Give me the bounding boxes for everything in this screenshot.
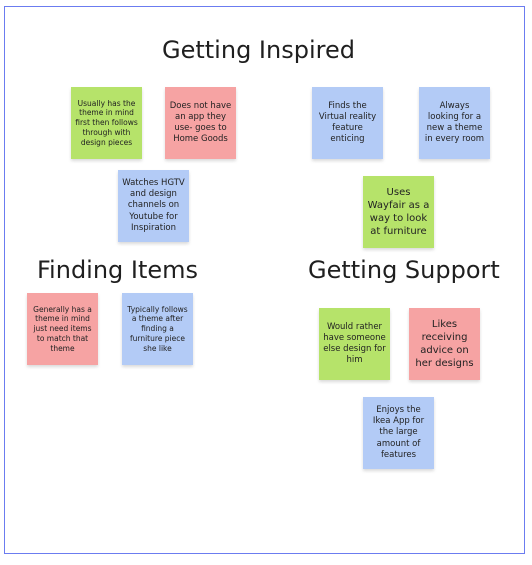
sticky-note-no-app[interactable]: Does not have an app they use- goes to H… — [165, 87, 236, 159]
note-text: Typically follows a theme after finding … — [127, 304, 188, 353]
sticky-note-furniture-piece[interactable]: Typically follows a theme after finding … — [122, 293, 193, 365]
note-text: Enjoys the Ikea App for the large amount… — [372, 405, 425, 460]
sticky-note-ikea-app[interactable]: Enjoys the Ikea App for the large amount… — [363, 397, 434, 469]
note-text: Finds the Virtual reality feature entici… — [318, 100, 377, 145]
heading-finding-items: Finding Items — [37, 256, 199, 284]
sticky-note-wayfair[interactable]: Uses Wayfair as a way to look at furnitu… — [363, 176, 434, 248]
note-text: Would rather have someone else design fo… — [323, 321, 386, 366]
sticky-note-receiving-advice[interactable]: Likes receiving advice on her designs — [409, 308, 480, 380]
note-text: Watches HGTV and design channels on Yout… — [122, 178, 185, 233]
sticky-note-new-theme[interactable]: Always looking for a new a theme in ever… — [419, 87, 490, 159]
note-text: Does not have an app they use- goes to H… — [169, 100, 232, 145]
note-text: Generally has a theme in mind just need … — [33, 304, 92, 353]
heading-getting-inspired: Getting Inspired — [162, 36, 355, 64]
note-text: Uses Wayfair as a way to look at furnitu… — [367, 187, 430, 237]
sticky-note-theme-first[interactable]: Usually has the theme in mind first then… — [71, 87, 142, 159]
sticky-note-virtual-reality[interactable]: Finds the Virtual reality feature entici… — [312, 87, 383, 159]
note-text: Always looking for a new a theme in ever… — [424, 100, 485, 145]
heading-getting-support: Getting Support — [308, 256, 500, 284]
note-text: Usually has the theme in mind first then… — [75, 98, 138, 147]
sticky-note-someone-else-design[interactable]: Would rather have someone else design fo… — [319, 308, 390, 380]
sticky-note-hgtv[interactable]: Watches HGTV and design channels on Yout… — [118, 170, 189, 242]
note-text: Likes receiving advice on her designs — [415, 319, 474, 369]
sticky-note-theme-in-mind[interactable]: Generally has a theme in mind just need … — [27, 293, 98, 365]
